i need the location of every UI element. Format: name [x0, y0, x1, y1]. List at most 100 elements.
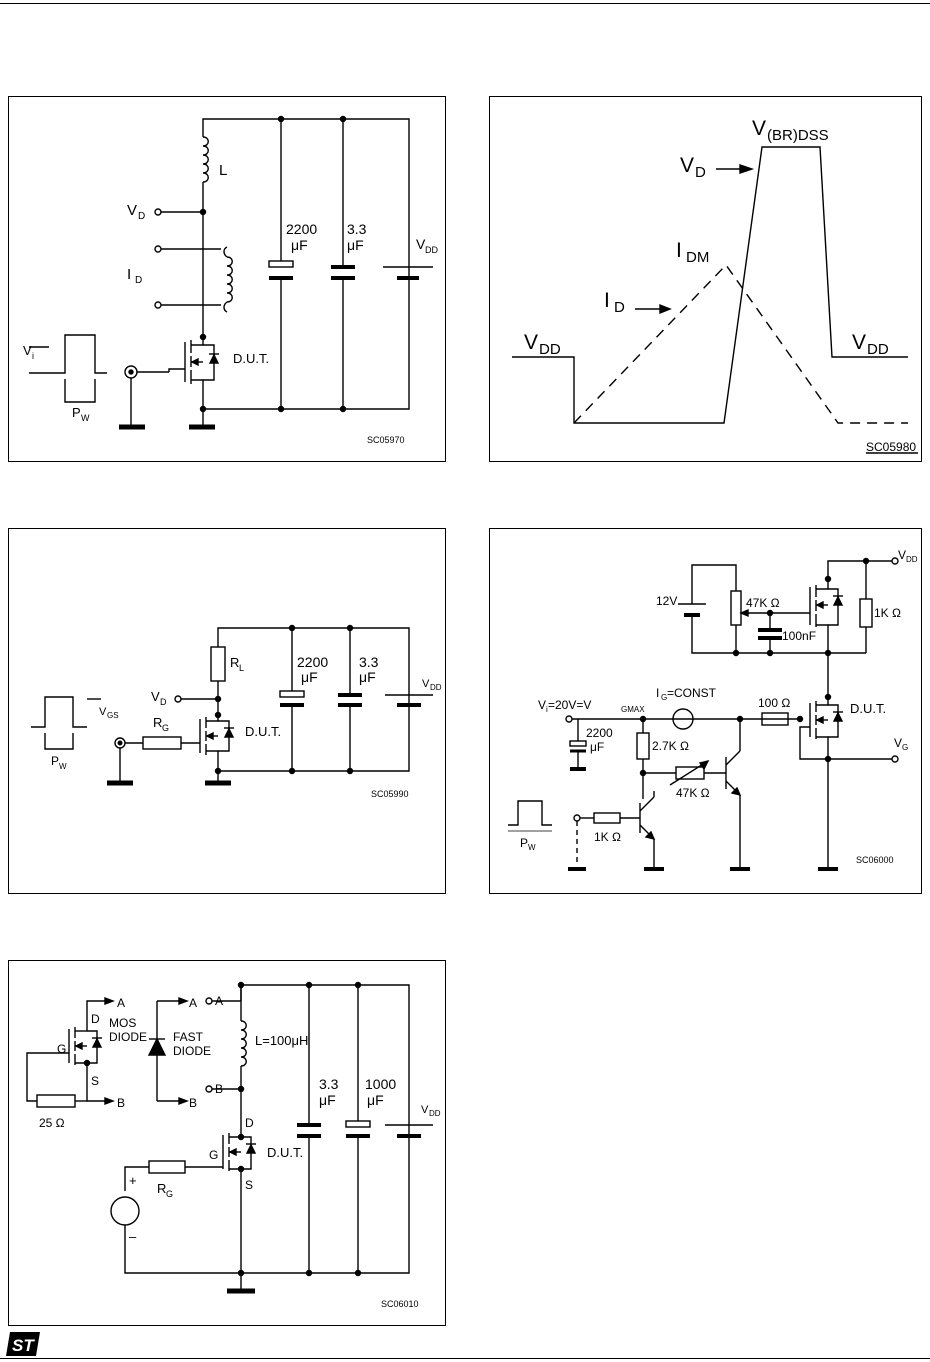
vi-label-sub: i	[32, 351, 34, 361]
inductor-label: L=100μH	[255, 1033, 308, 1048]
fast-diode-label-2: DIODE	[173, 1044, 211, 1058]
id-label-sub: D	[614, 299, 625, 316]
vdd-left-label-sub: DD	[539, 341, 561, 358]
r100-label: 100 Ω	[758, 696, 790, 710]
rl-label-sub: L	[239, 663, 244, 673]
c2-unit: μF	[347, 237, 364, 253]
figure-unclamped-inductive-circuit: V D I D L 2200 μF 3.3 μF V DD V i P W D.…	[8, 96, 446, 462]
figure-code: SC05990	[371, 789, 409, 799]
c1-unit: μF	[301, 669, 318, 685]
rg-label-sub: G	[162, 723, 169, 733]
figure-gate-charge-circuit: V DD 12V 47K Ω 100nF 1K Ω V i =20V=V GMA…	[489, 528, 922, 894]
g1-label: G	[57, 1042, 66, 1056]
vi-label-mid: =20V=V	[548, 698, 591, 712]
vgs-label: V	[99, 706, 107, 718]
cap-100n-label: 100nF	[782, 629, 816, 643]
figure-diode-recovery-circuit: A B D G S MOS DIODE 25 Ω A B FAST DIODE …	[8, 960, 446, 1326]
vd-label: V	[680, 154, 694, 177]
figure-switching-times-circuit: R L V D R G V GS P W 2200 μF 3.3 μF V DD…	[8, 528, 446, 894]
figure-code: SC06010	[381, 1299, 419, 1309]
unclamped-inductive-circuit-diagram: V D I D L 2200 μF 3.3 μF V DD V i P W D.…	[23, 115, 438, 445]
figure-code: SC05980	[866, 440, 916, 454]
r47k-label: 47K Ω	[676, 786, 710, 800]
vdd-label-sub: DD	[429, 1109, 441, 1118]
rg-label: R	[153, 715, 162, 730]
pw-label: P	[72, 405, 81, 420]
battery-label: 12V	[656, 594, 677, 608]
vg-label-sub: G	[902, 743, 908, 752]
fast-diode-label-1: FAST	[173, 1030, 204, 1044]
mos-diode-label-2: DIODE	[109, 1030, 147, 1044]
vd-label: V	[127, 202, 137, 219]
d2-label: D	[245, 1116, 254, 1130]
pw-label: P	[520, 836, 528, 850]
b1-label: B	[117, 1096, 125, 1110]
ig-label: I	[656, 686, 659, 700]
gate-charge-circuit-diagram: V DD 12V 47K Ω 100nF 1K Ω V i =20V=V GMA…	[508, 548, 918, 871]
c2-value: 3.3	[347, 221, 367, 237]
s1-label: S	[91, 1074, 99, 1088]
vi-label: V	[538, 698, 546, 712]
ig-label-post: =CONST	[667, 686, 717, 700]
c2-value: 1000	[365, 1076, 396, 1092]
dut-label: D.U.T.	[233, 351, 269, 366]
c2-unit: μF	[359, 669, 376, 685]
vi-label-sub: i	[546, 705, 548, 714]
d1-label: D	[91, 1012, 100, 1026]
st-logo: ST	[6, 1332, 40, 1356]
ig-label-sub: G	[661, 693, 667, 702]
vdd-label-sub: DD	[430, 683, 442, 692]
c2-unit: μF	[367, 1092, 384, 1108]
c1-value: 3.3	[319, 1076, 339, 1092]
plus-sign: +	[129, 1173, 137, 1188]
figure-unclamped-inductive-waveforms: V (BR)DSS V D I DM I D V DD V DD SC05980	[489, 96, 922, 462]
a3-label: A	[215, 994, 223, 1008]
st-logo-text: ST	[12, 1336, 35, 1355]
figure-code: SC06000	[856, 855, 894, 865]
vd-label: V	[151, 689, 160, 704]
c1-unit: μF	[319, 1092, 336, 1108]
vdd-label-sub: DD	[425, 245, 438, 255]
rg-label-sub: G	[166, 1189, 173, 1199]
dut-label: D.U.T.	[850, 701, 886, 716]
vdd-label-sub: DD	[906, 555, 918, 564]
mos-diode-label-1: MOS	[109, 1016, 136, 1030]
figure-code: SC05970	[367, 435, 405, 445]
bottom-rule	[0, 1358, 930, 1359]
pw-label: P	[51, 754, 59, 768]
b2-label: B	[189, 1096, 197, 1110]
id-label-sub: D	[135, 275, 142, 286]
vd-label-sub: D	[160, 697, 167, 707]
dut-label: D.U.T.	[245, 724, 281, 739]
vi-label: V	[23, 343, 32, 358]
r27k-label: 2.7K Ω	[652, 739, 689, 753]
dut-label: D.U.T.	[267, 1145, 303, 1160]
s2-label: S	[245, 1178, 253, 1192]
vdd-right-label-sub: DD	[867, 341, 889, 358]
top-rule	[0, 3, 930, 4]
diode-recovery-circuit-diagram: A B D G S MOS DIODE 25 Ω A B FAST DIODE …	[26, 981, 441, 1309]
vdd-label: V	[416, 236, 426, 252]
vbrdss-label: V	[752, 117, 766, 140]
b3-label: B	[215, 1082, 223, 1096]
g2-label: G	[209, 1148, 218, 1162]
c2-value: 3.3	[359, 654, 379, 670]
vg-label: V	[894, 736, 902, 750]
pw-label-sub: W	[528, 843, 536, 852]
c2200-value: 2200	[586, 726, 613, 740]
a2-label: A	[189, 996, 197, 1010]
vdd-label: V	[422, 678, 430, 690]
minus-sign: –	[129, 1229, 137, 1244]
idm-label-sub: DM	[686, 249, 709, 266]
rg-label: R	[157, 1181, 166, 1196]
id-label: I	[127, 266, 131, 283]
c2200-unit: μF	[590, 740, 604, 754]
inductor-label: L	[219, 162, 227, 179]
vbrdss-label-sub: (BR)DSS	[767, 127, 829, 144]
unclamped-inductive-waveforms-diagram: V (BR)DSS V D I DM I D V DD V DD SC05980	[512, 117, 918, 454]
vdd-right-label: V	[852, 331, 866, 354]
r1k-top-label: 1K Ω	[874, 606, 901, 620]
id-label: I	[604, 289, 610, 312]
vdd-label: V	[421, 1104, 429, 1116]
vdd-left-label: V	[524, 331, 538, 354]
